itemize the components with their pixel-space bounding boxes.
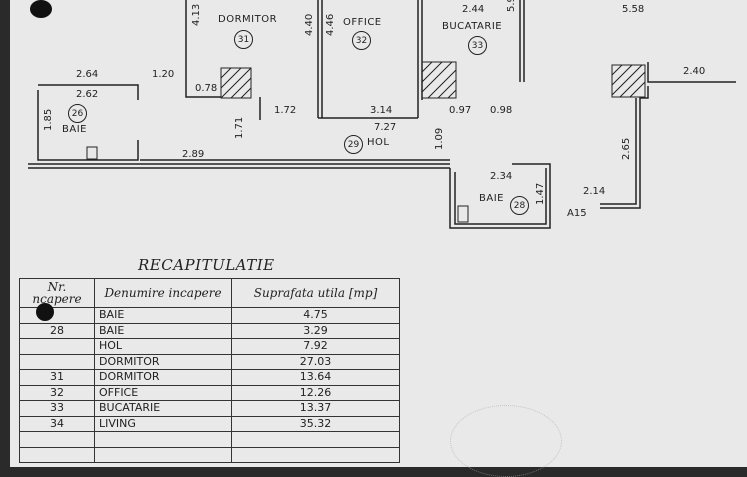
dim-2-89: 2.89 bbox=[182, 149, 205, 160]
dim-1-20: 1.20 bbox=[152, 69, 175, 80]
cell-area: 13.64 bbox=[231, 369, 400, 386]
dim-2-40: 2.40 bbox=[683, 66, 706, 77]
cell-nr: 31 bbox=[19, 369, 95, 386]
cell-area: 27.03 bbox=[231, 353, 400, 370]
room-label-bucatarie: BUCATARIE bbox=[442, 21, 503, 32]
cell-nr bbox=[19, 307, 95, 324]
dim-5-9: 5.9 bbox=[506, 0, 517, 12]
floor-plan-drawing bbox=[28, 0, 736, 229]
cell-nr: 33 bbox=[19, 400, 95, 417]
col-header-nr: Nr. ncapere bbox=[19, 278, 95, 308]
punch-hole bbox=[36, 303, 54, 321]
punch-hole bbox=[30, 0, 52, 18]
dim-0-78: 0.78 bbox=[195, 83, 218, 94]
dim-7-27: 7.27 bbox=[374, 122, 397, 133]
col-header-denumire: Denumire incapere bbox=[94, 278, 232, 308]
dim-3-14: 3.14 bbox=[370, 105, 393, 116]
cell-area: 7.92 bbox=[231, 338, 400, 355]
dim-2-14: 2.14 bbox=[583, 186, 606, 197]
dim-2-65: 2.65 bbox=[621, 137, 632, 160]
cell-name: LIVING bbox=[94, 415, 232, 432]
cell-area: 13.37 bbox=[231, 400, 400, 417]
room-label-baie-2: BAIE bbox=[479, 193, 504, 204]
cell-nr: 34 bbox=[19, 415, 95, 432]
dim-1-85: 1.85 bbox=[43, 108, 54, 131]
cell-nr: 32 bbox=[19, 384, 95, 401]
room-number-32: 32 bbox=[352, 31, 371, 50]
room-number-31: 31 bbox=[234, 30, 253, 49]
cell-area: 3.29 bbox=[231, 322, 400, 339]
cell-area: 35.32 bbox=[231, 415, 400, 432]
dim-1-09: 1.09 bbox=[434, 127, 445, 150]
room-label-hol: HOL bbox=[367, 137, 390, 148]
recap-table: Nr. ncapere Denumire incapere Suprafata … bbox=[19, 278, 400, 463]
dim-0-98: 0.98 bbox=[490, 105, 513, 116]
dim-2-62: 2.62 bbox=[76, 89, 99, 100]
dim-2-34: 2.34 bbox=[490, 171, 513, 182]
room-number-26: 26 bbox=[68, 104, 87, 123]
room-label-baie: BAIE bbox=[62, 124, 87, 135]
dim-4-46: 4.46 bbox=[325, 13, 336, 36]
dim-4-40: 4.40 bbox=[304, 13, 315, 36]
cell-name: BUCATARIE bbox=[94, 400, 232, 417]
room-label-dormitor: DORMITOR bbox=[218, 14, 278, 25]
cell-name: OFFICE bbox=[94, 384, 232, 401]
room-number-33: 33 bbox=[468, 36, 487, 55]
cell-area: 4.75 bbox=[231, 307, 400, 324]
dim-4-13: 4.13 bbox=[191, 3, 202, 26]
cell-nr: 28 bbox=[19, 322, 95, 339]
room-number-28: 28 bbox=[510, 196, 529, 215]
cell-name: BAIE bbox=[94, 307, 232, 324]
cell-area: 12.26 bbox=[231, 384, 400, 401]
table-row bbox=[19, 431, 400, 448]
dim-1-47: 1.47 bbox=[535, 182, 546, 205]
cell-name: BAIE bbox=[94, 322, 232, 339]
dim-1-71: 1.71 bbox=[234, 116, 245, 139]
dim-2-44: 2.44 bbox=[462, 4, 485, 15]
stamp bbox=[450, 405, 562, 477]
room-label-office: OFFICE bbox=[343, 17, 382, 28]
cell-nr bbox=[19, 353, 95, 370]
dim-5-58: 5.58 bbox=[622, 4, 645, 15]
cell-name: DORMITOR bbox=[94, 353, 232, 370]
dim-0-97: 0.97 bbox=[449, 105, 472, 116]
cell-name: DORMITOR bbox=[94, 369, 232, 386]
cell-nr bbox=[19, 338, 95, 355]
cell-name: HOL bbox=[94, 338, 232, 355]
dim-1-72: 1.72 bbox=[274, 105, 297, 116]
dim-2-64: 2.64 bbox=[76, 69, 99, 80]
col-header-suprafata: Suprafata utila [mp] bbox=[231, 278, 400, 308]
recap-title: RECAPITULATIE bbox=[138, 256, 275, 274]
unit-label: A15 bbox=[567, 208, 587, 219]
room-number-29: 29 bbox=[344, 135, 363, 154]
table-row bbox=[19, 446, 400, 463]
